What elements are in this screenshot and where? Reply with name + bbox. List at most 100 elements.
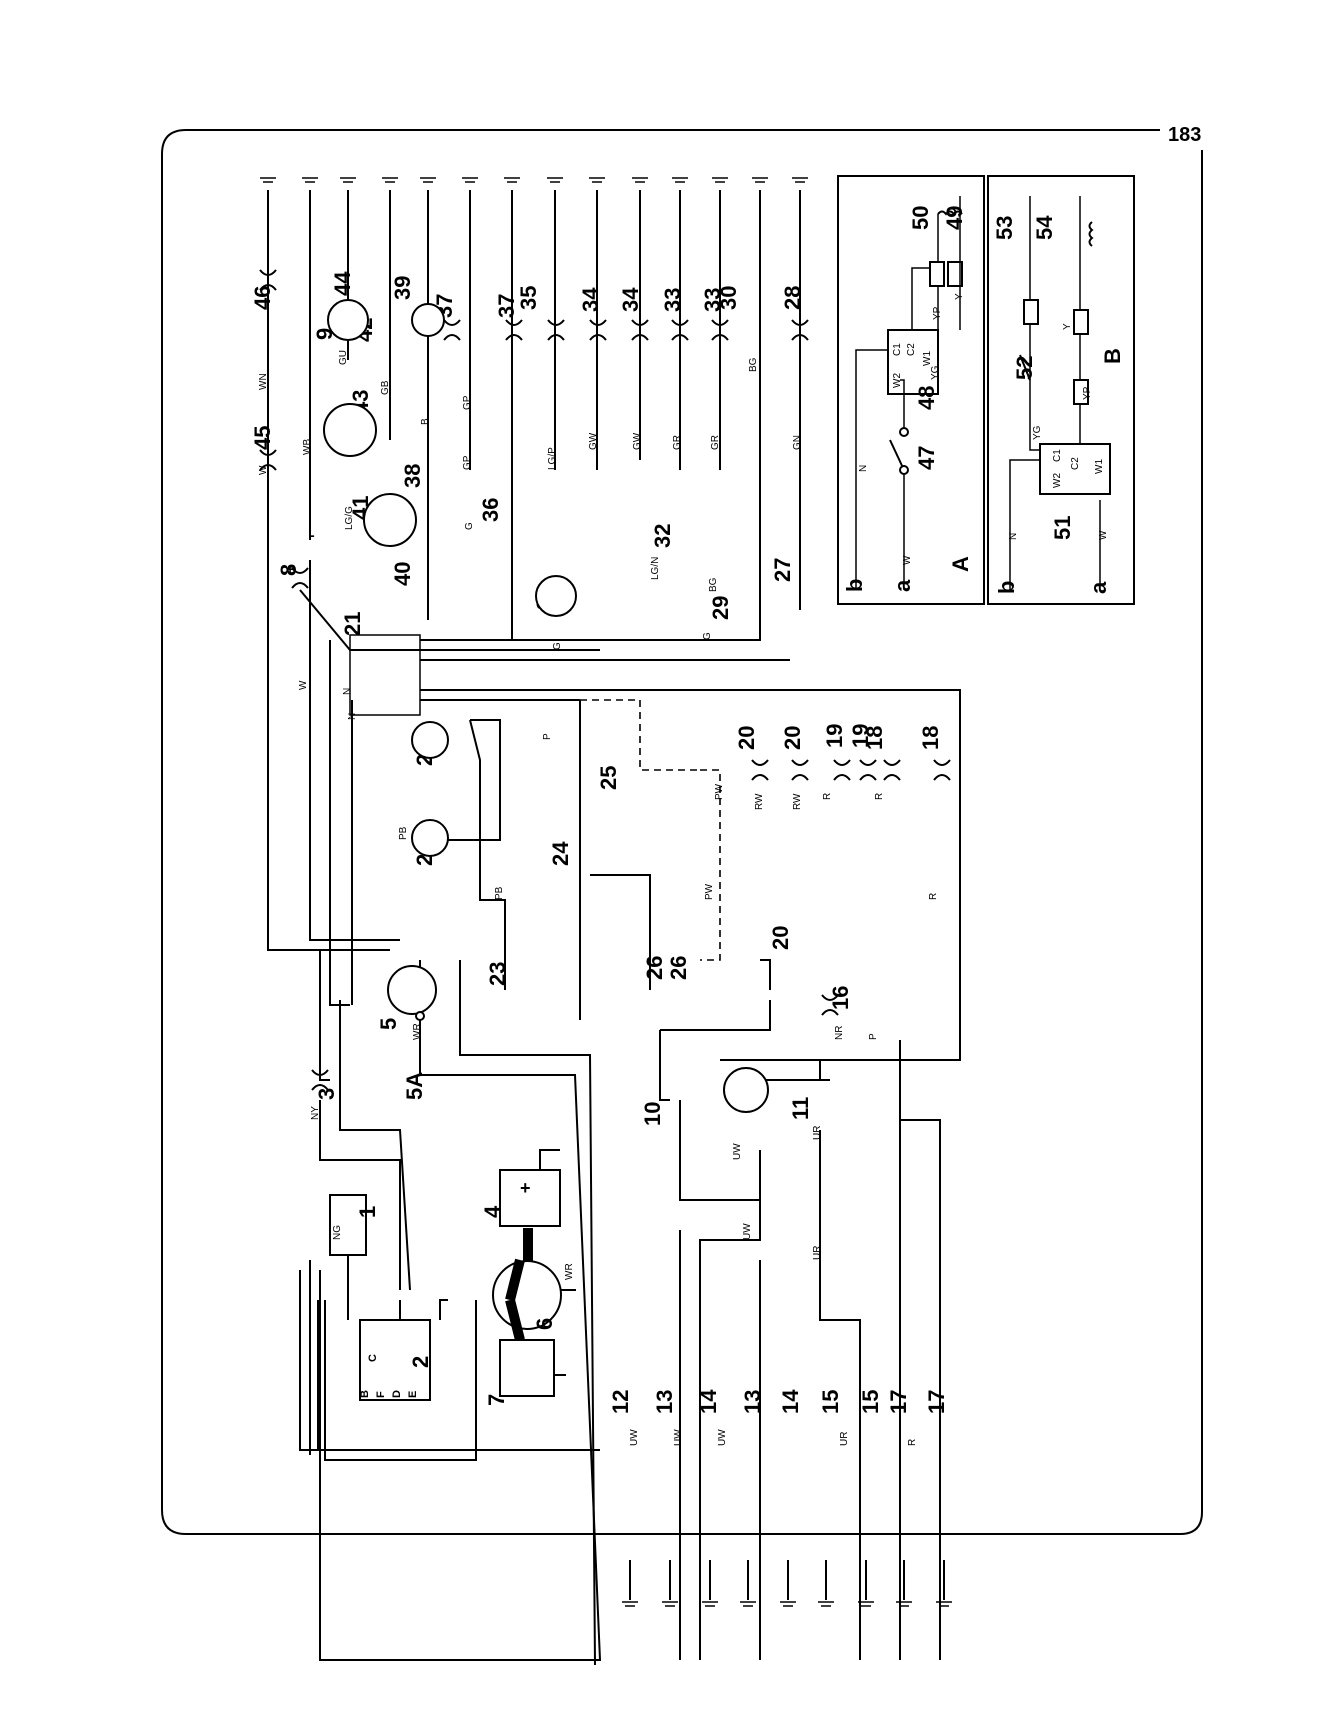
wire-code: YG: [930, 365, 941, 380]
wire-code: PW: [704, 883, 715, 900]
lamp-icon: [535, 575, 577, 617]
wire-code: G: [552, 642, 563, 650]
component-number-11: 11: [788, 1097, 813, 1120]
wire-code: WR: [412, 1023, 423, 1040]
regulator-terminal: E: [407, 1391, 419, 1398]
component-number-12: 12: [608, 1390, 633, 1414]
wire-code: PB: [494, 886, 505, 900]
regulator-terminal: C: [367, 1354, 379, 1362]
component-number-18: 18: [862, 726, 887, 750]
inset-a-terminal-b: b: [842, 579, 867, 592]
inset-a: A b a W1 W2 C1 C2: [837, 175, 985, 605]
ground-symbol: [702, 1601, 718, 1607]
fuse-icon: [671, 319, 689, 341]
ground-symbol: [302, 177, 318, 183]
wire-code: G: [464, 522, 475, 530]
component-number-45: 45: [250, 426, 275, 450]
wire-code: R: [822, 793, 833, 800]
component-number-21: 21: [340, 612, 365, 636]
ground-symbol: [712, 177, 728, 183]
wire-code: N: [1008, 533, 1019, 540]
wire-code: UR: [812, 1126, 823, 1140]
inset-b-w1: W1: [1094, 459, 1105, 474]
ground-symbol: [632, 177, 648, 183]
component-number-19: 19: [848, 724, 873, 748]
ground-symbol: [672, 177, 688, 183]
bottom-feed-lines: [622, 1560, 952, 1607]
inset-a-w1: W1: [922, 351, 933, 366]
fuse-icon: [589, 319, 607, 341]
wire-code: PW: [714, 783, 725, 800]
component-number-54: 54: [1032, 215, 1057, 240]
component-number-15: 15: [858, 1390, 883, 1414]
wire-code: BG: [708, 577, 719, 592]
ground-symbol: [260, 177, 276, 183]
inset-b: B b a W1 W2 C1 C2: [987, 175, 1135, 605]
component-number-28: 28: [780, 286, 805, 310]
component-number-52: 52: [1012, 356, 1037, 380]
wire-code: UW: [717, 1429, 728, 1446]
component-number-16: 16: [828, 986, 853, 1010]
lamp-icon: [411, 303, 445, 337]
wire-code: YP: [1082, 386, 1093, 400]
component-number-40: 40: [390, 562, 415, 586]
lamp-icon: [323, 403, 377, 457]
wire-code: YP: [932, 306, 943, 320]
fuse-icon: [821, 994, 839, 1016]
wire-code: GW: [588, 432, 599, 450]
ground-symbol: [752, 177, 768, 183]
ammeter-plus: +: [286, 561, 294, 577]
wire-code: B: [420, 418, 431, 425]
wire-code: UW: [629, 1429, 640, 1446]
component-number-51: 51: [1050, 516, 1075, 540]
page-frame: [161, 129, 1203, 1535]
fuse-icon: [883, 759, 901, 781]
wire-code: NY: [310, 1106, 321, 1120]
battery-plus: +: [520, 1178, 531, 1198]
inset-a-c2: C2: [906, 343, 917, 356]
component-number-2: 2: [408, 1356, 433, 1368]
wire-code: N: [858, 465, 869, 472]
wire-code: RW: [754, 793, 765, 810]
component-number-49: 49: [942, 206, 967, 230]
lamp-icon: [363, 493, 417, 547]
inset-b-terminal-b: b: [994, 581, 1019, 594]
component-number-44: 44: [330, 271, 355, 296]
component-number-34: 34: [578, 287, 603, 312]
ground-symbol: [780, 1601, 796, 1607]
ground-symbol: [340, 177, 356, 183]
fuse-icon: [751, 759, 769, 781]
fuse-icon: [259, 449, 277, 471]
wire-code: UR: [812, 1246, 823, 1260]
wire-code: UW: [732, 1143, 743, 1160]
component-number-24: 24: [548, 841, 573, 866]
component-number-48: 48: [914, 386, 939, 410]
wire-code: N: [347, 713, 358, 720]
fuse-icon: [505, 319, 523, 341]
component-number-37: 37: [494, 294, 519, 318]
wire-code: W: [1098, 530, 1109, 540]
ground-symbol: [936, 1601, 952, 1607]
component-number-47: 47: [914, 446, 939, 470]
ground-symbol: [662, 1601, 678, 1607]
component-number-14: 14: [778, 1389, 803, 1414]
component-number-10: 10: [640, 1102, 665, 1126]
component-number-13: 13: [740, 1390, 765, 1414]
component-number-27: 27: [770, 558, 795, 582]
regulator-terminal: F: [375, 1391, 387, 1398]
fuse-icon: [631, 319, 649, 341]
ground-symbol: [896, 1601, 912, 1607]
wire-code: N: [342, 688, 353, 695]
fuse-icon: [259, 269, 277, 291]
component-labels: 1234567891011121314151617181920212223242…: [250, 206, 1075, 1414]
wire-code: GB: [380, 380, 391, 395]
inset-b-terminal-a: a: [1086, 581, 1111, 594]
wire-code: YG: [1032, 425, 1043, 440]
component-number-17: 17: [886, 1390, 911, 1414]
component-number-5A: 5A: [402, 1072, 427, 1100]
wire-code: LG/P: [547, 447, 558, 470]
wire-code: G: [702, 632, 713, 640]
wire-code: GR: [710, 435, 721, 450]
wire-code: P: [868, 1033, 879, 1040]
